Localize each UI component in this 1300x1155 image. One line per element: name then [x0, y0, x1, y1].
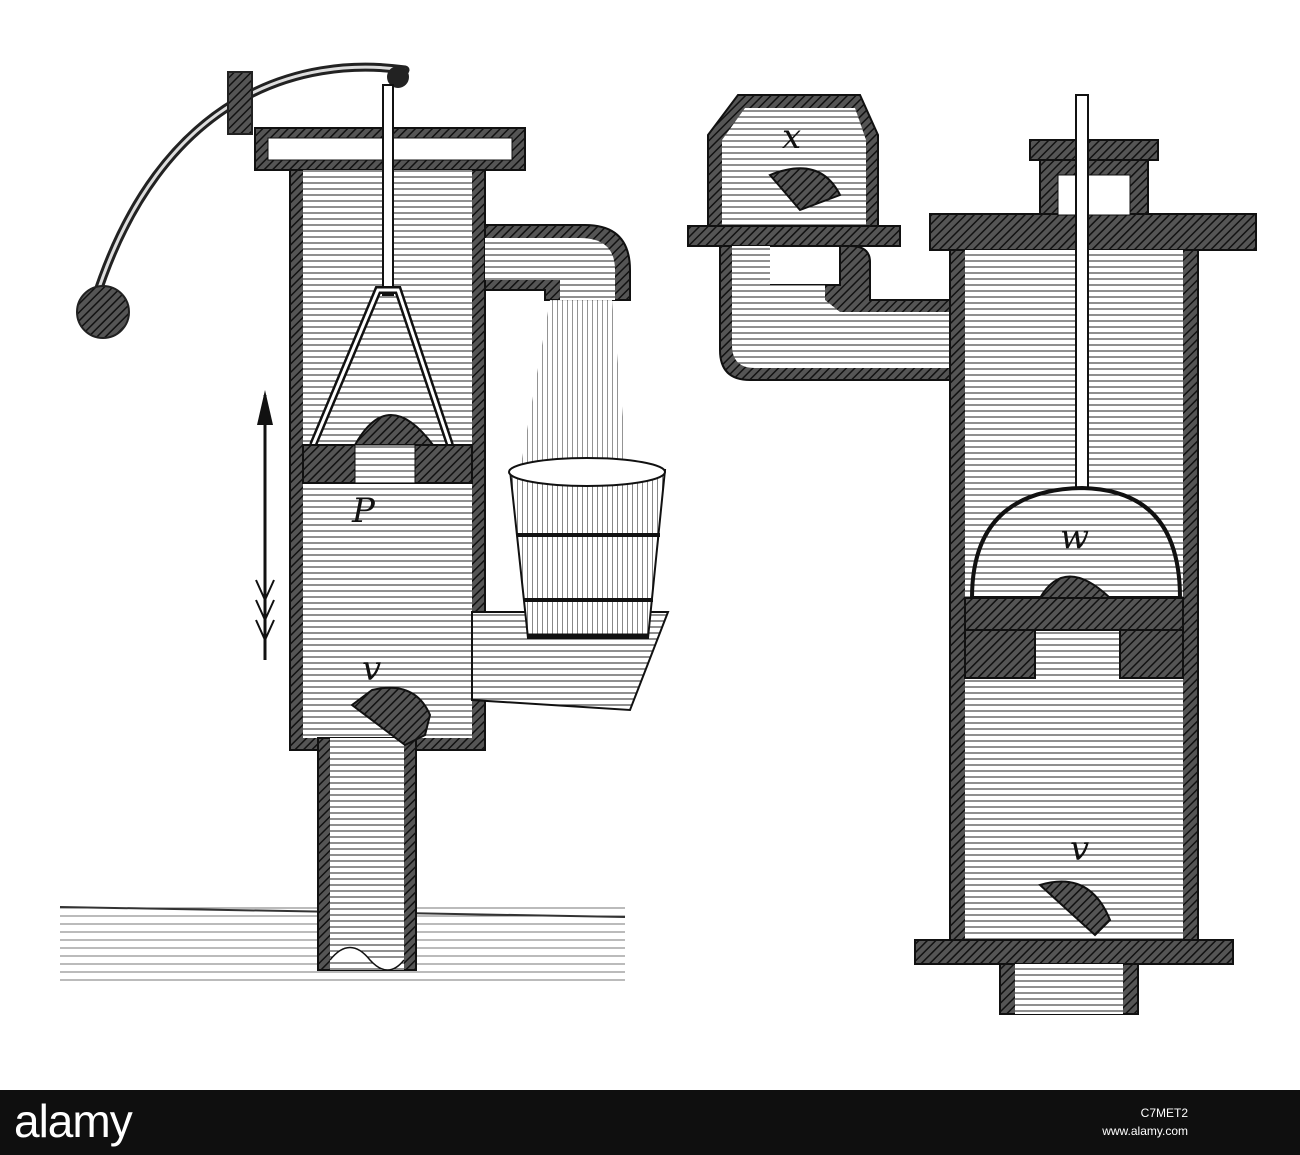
- handle-pivot: [387, 66, 409, 88]
- outlet-valve: [768, 167, 842, 212]
- label-piston-w: w: [1060, 517, 1089, 557]
- up-arrow-icon: [255, 390, 275, 660]
- foot-valve: [350, 686, 432, 747]
- right-foot-valve: [1038, 880, 1112, 937]
- site-url: www.alamy.com: [1102, 1124, 1188, 1138]
- label-valve-v-right: v: [1070, 829, 1089, 869]
- bucket: [508, 457, 667, 639]
- right-piston-rod: [1075, 94, 1089, 491]
- water-stream: [520, 300, 628, 470]
- right-piston: [964, 597, 1184, 631]
- watermark-footer: alamy C7MET2 www.alamy.com: [0, 1090, 1300, 1155]
- label-piston-p: P: [351, 491, 376, 531]
- brand-logo: alamy: [14, 1095, 133, 1147]
- image-id: C7MET2: [1140, 1106, 1188, 1120]
- piston-rod: [382, 84, 394, 296]
- label-valve-v-left: v: [362, 649, 381, 689]
- left-pump: P v: [59, 62, 670, 985]
- handle-knob: [76, 285, 130, 339]
- diagram-canvas: P v x w v: [59, 62, 1257, 1015]
- piston-dome: [969, 485, 1183, 600]
- label-outlet-x: x: [782, 117, 801, 157]
- right-pump: x w v: [687, 94, 1257, 1015]
